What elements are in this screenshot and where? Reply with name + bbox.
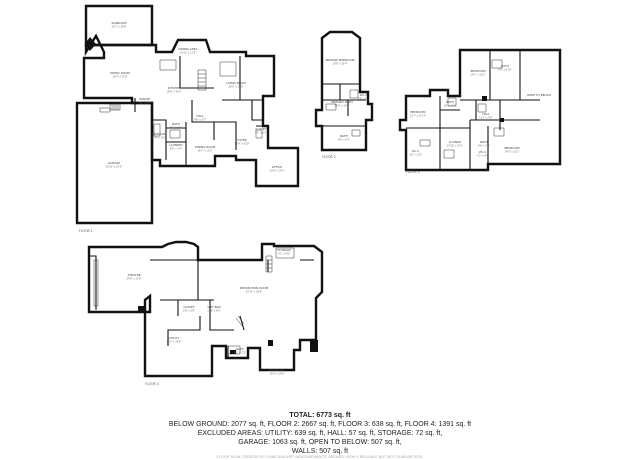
room-dims: 7'2" x 4'8" [477,155,489,158]
room-dims: 4'1" x 3'5" [255,132,267,135]
room-label: FOYER [237,138,246,142]
room-dims: 20'8" x 15'4" [333,63,348,66]
room-dims: 24'6" x 17'8" [127,278,142,281]
room-dims: 8'6" x 5'8" [478,145,490,148]
room-label: BEDROOM [269,368,285,372]
room-dims: 15'0" x 13'6" [270,373,285,376]
room-dims: 14'10" x 9'11" [447,145,463,148]
room-dims: 8'5" x 5'10" [498,69,512,72]
room-label: HALL [482,112,490,116]
room-dims: 13'8" x 12'4" [270,170,285,173]
floor-1-rooms: SUNROOM 22'1" x 14'8" FAMILY ROOM 18'4" … [106,21,285,173]
room-dims: 14'0" x 12'1" [505,151,520,154]
room-label: FAMILY ROOM [110,71,130,75]
room-label: UTILITY [169,336,180,340]
room-label: PANTRY [139,97,150,101]
floor-plan-2: FLOOR 2 PRIMARY BEDROOM 20'8" x 15'4" PR… [314,30,374,159]
room-label: BEDROOM [151,132,167,136]
room-dims: 5'1" x 4'6" [278,253,290,256]
room-dims: 5'5" x 4'9" [139,102,151,105]
room-dims: 12'4" x 12'0" [152,137,167,140]
room-label: DINING AREA [178,47,197,51]
room-dims: 14'0" x 10'0" [335,105,350,108]
room-dims: 6'6" x 5'1" [358,98,370,101]
room-label: BATH [172,122,180,126]
room-dims: 28'1" x 18'8" [167,341,182,344]
room-dims: 14'11" x 11'3" [180,52,196,55]
total-area: TOTAL: 6773 sq. ft [289,412,351,419]
floor-plans: FLOOR 1 SUNROOM 22'1" x 14'8" FAMILY ROO… [75,4,562,386]
room-label: RECREATION ROOM [240,286,269,290]
room-dims: 39'11" x 26'6" [246,291,262,294]
room-dims: 6'1" x 5'5" [410,154,422,157]
area-breakdown: BELOW GROUND: 2077 sq. ft, FLOOR 2: 2667… [168,421,472,428]
room-label: W.I.C. [360,93,368,97]
room-dims: 11'1" x 4'0" [479,117,493,120]
room-label: BEDROOM [470,69,486,73]
room-label: SUNROOM [111,21,127,25]
floor-1-label: FLOOR 1 [79,229,93,233]
room-dims: 8'1" x 5'9" [170,127,182,130]
room-dims: 29'11" x 23'3" [106,166,122,169]
room-label: HALL [196,114,204,118]
floor-3-label: FLOOR 3 [406,170,420,174]
floor-plan-1: FLOOR 1 SUNROOM 22'1" x 14'8" FAMILY ROO… [75,4,300,233]
room-label: BATH [446,100,454,104]
room-label: LOUNGE [449,140,461,144]
walls-area: WALLS: 507 sq. ft [291,448,349,455]
excluded-areas: EXCLUDED AREAS: UTILITY: 639 sq. ft, HAL… [197,430,443,437]
room-dims: 8'0" x 7'4" [170,148,182,151]
room-label: BATH [501,64,509,68]
room-label: OFFICE [272,165,282,169]
floor-plan-4: FLOOR 4 THEATRE 24'6" x 17'8" STORAGE 5'… [87,240,324,386]
room-label: CLOSET [183,305,194,309]
room-dims: 18'0" x 15'0" [229,86,244,89]
floor-2-rooms: PRIMARY BEDROOM 20'8" x 15'4" PRIMARY BA… [326,58,370,142]
room-dims: 5'9" x 3'6" [183,310,195,313]
floor-plan-3: FLOOR 3 BEDROOM 14'1" x 12'3" BATH 8'5" … [398,48,562,174]
room-dims: 18'6" x 14'5" [167,91,182,94]
room-dims: 10'8" x 6'3" [207,310,221,313]
room-dims: 8'6" x 3'7" [194,119,206,122]
floor-3-rooms: BEDROOM 14'1" x 12'3" BATH 8'5" x 5'10" … [410,64,552,158]
floor-2-label: FLOOR 2 [322,155,336,159]
room-label: THEATRE [126,273,140,277]
room-label: PRIMARY BEDROOM [326,58,355,62]
room-label: LIVING ROOM [226,81,246,85]
room-label: DINING ROOM [195,145,216,149]
room-label: GARAGE [108,161,120,165]
room-label: STORAGE [277,248,291,252]
room-dims: 9'1" x 8'0" [444,105,456,108]
room-label: BATH [340,134,348,138]
room-label: LAUNDRY [169,143,183,147]
room-label: WET BAR [207,305,220,309]
room-label: W.I.C. [479,150,487,154]
floor-4-rooms: THEATRE 24'6" x 17'8" STORAGE 5'1" x 4'6… [126,248,291,376]
room-dims: 18'4" x 17'8" [113,76,128,79]
room-dims: 22'1" x 14'8" [112,26,127,29]
floor-4-label: FLOOR 4 [145,382,159,386]
room-label: BEDROOM [504,146,520,150]
room-label: W.I.C. [412,149,420,153]
room-label: BATH [236,347,244,351]
room-label: KITCHEN [168,86,181,90]
room-dims: 14'1" x 12'3" [471,74,486,77]
room-dims: 14'2" x 13'3" [198,150,213,153]
room-label: OPEN TO BELOW [527,93,551,97]
room-dims: 12'9" x 9'10" [235,143,250,146]
room-dims: 8'6" x 5'1" [338,139,350,142]
room-label: PRIMARY BATH [331,100,352,104]
room-label: BEDROOM [410,110,426,114]
disclaimer-footer: FLOOR PLAN CREATED BY CUBICASA APP. MEAS… [216,455,424,459]
room-label: CLOSET [255,127,266,131]
room-dims: 8'1" x 7'2" [234,352,246,355]
excluded-areas-continued: GARAGE: 1063 sq. ft, OPEN TO BELOW: 507 … [238,439,402,446]
room-dims: 13'7" x 11'11" [410,115,426,118]
room-label: BATH [480,140,488,144]
